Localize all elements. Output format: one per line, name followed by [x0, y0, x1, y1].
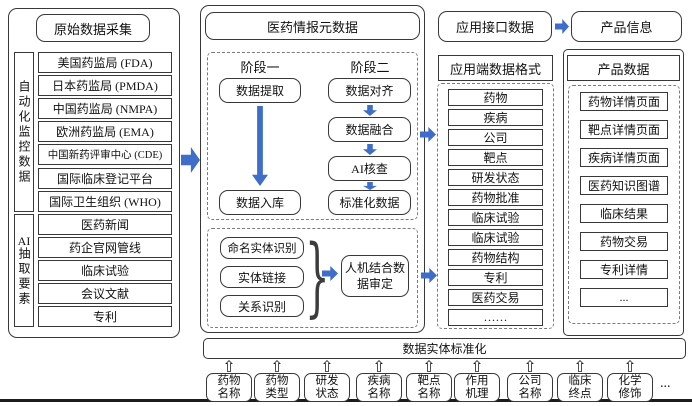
entity-label-group: ⇧ 疾病 名称: [356, 357, 402, 402]
source-item: 专利: [38, 306, 172, 327]
flow-arrow-down-icon: [363, 182, 377, 190]
source-item: 医药新闻: [38, 214, 172, 235]
product-item: 靶点详情页面: [580, 120, 668, 139]
source-item: 国际卫生组织 (WHO): [38, 191, 172, 212]
entity-label-group: ⇧ 研发 状态: [304, 357, 350, 402]
source-item: 中国新药评审中心 (CDE): [38, 144, 172, 165]
product-item: 医药知识图谱: [580, 176, 668, 195]
api-format-item: 专利: [448, 269, 543, 286]
entity-label-group: ⇧ 临床 终点: [557, 357, 603, 402]
ner-item: 命名实体识别: [220, 237, 304, 259]
api-format-item: 临床试验: [448, 229, 543, 246]
up-arrow-icon: ⇧: [422, 357, 436, 376]
flow-arrow-right-icon: [181, 147, 200, 173]
up-arrow-icon: ⇧: [623, 357, 637, 376]
source-item: 会议文献: [38, 283, 172, 304]
up-arrow-icon: ⇧: [270, 357, 284, 376]
source-item: 临床试验: [38, 260, 172, 281]
api-format-item: 靶点: [448, 149, 543, 166]
source-item: 日本药监局 (PMDA): [38, 75, 172, 96]
group-label-auto-monitor: 自动化监控数据: [14, 52, 34, 212]
ner-item: 关系识别: [220, 295, 304, 317]
metadata-panel-title: 医药情报元数据: [205, 12, 420, 40]
api-format-item: 药物结构: [448, 249, 543, 266]
api-format-item: 公司: [448, 129, 543, 146]
entity-label: 药物 类型: [254, 373, 300, 402]
flow-arrow-right-icon: [555, 19, 569, 34]
api-format-item: 药物批准: [448, 189, 543, 206]
group-label-ai-rest: 抽取要素: [17, 246, 31, 307]
entity-label: 临床 终点: [557, 373, 603, 402]
up-arrow-icon: ⇧: [222, 357, 236, 376]
api-format-item: ……: [448, 309, 543, 326]
entity-label-group: ⇧ 公司 名称: [507, 357, 553, 402]
step-data-align: 数据对齐: [328, 78, 411, 103]
api-format-subtitle: 应用端数据格式: [438, 55, 553, 81]
step-data-extract: 数据提取: [219, 78, 301, 103]
stage2-label: 阶段二: [350, 59, 390, 75]
entity-label: 公司 名称: [507, 373, 553, 402]
product-item: 药物交易: [580, 232, 668, 251]
step-ai-check: AI核查: [328, 156, 411, 181]
flow-arrow-down-icon: [363, 144, 377, 155]
up-arrow-icon: ⇧: [573, 357, 587, 376]
entity-label: 靶点 名称: [406, 373, 452, 402]
source-item: 美国药监局 (FDA): [38, 52, 172, 73]
entity-label: 药物 名称: [206, 373, 252, 402]
source-item: 药企官网管线: [38, 237, 172, 258]
entity-label: 疾病 名称: [356, 373, 402, 402]
entity-label-group: ⇧ 化学 修饰: [607, 357, 653, 402]
step-data-fuse: 数据融合: [328, 117, 411, 142]
entity-label-group: ⇧ 药物 类型: [254, 357, 300, 402]
entity-label-more: ...: [660, 376, 671, 391]
step-standardized-data: 标准化数据: [328, 190, 411, 215]
entity-label: 作用 机理: [454, 373, 500, 402]
api-format-item: 疾病: [448, 109, 543, 126]
source-item: 中国药监局 (NMPA): [38, 98, 172, 119]
up-arrow-icon: ⇧: [523, 357, 537, 376]
api-format-item: 临床试验: [448, 209, 543, 226]
product-item: 疾病详情页面: [580, 148, 668, 167]
product-data-subtitle: 产品数据: [567, 55, 680, 81]
entity-label-group: ⇧ 作用 机理: [454, 357, 500, 402]
api-format-item: 药物: [448, 89, 543, 106]
up-arrow-icon: ⇧: [372, 357, 386, 376]
entity-label: 研发 状态: [304, 373, 350, 402]
step-data-store: 数据入库: [219, 190, 301, 215]
source-panel-title: 原始数据采集: [36, 14, 150, 42]
product-item: 临床结果: [580, 204, 668, 223]
source-item: 欧洲药监局 (EMA): [38, 121, 172, 142]
brace-icon: }: [305, 227, 330, 327]
review-box: 人机结合数 据审定: [341, 255, 409, 297]
api-format-item: 医药交易: [448, 289, 543, 306]
product-data-list: 药物详情页面 靶点详情页面 疾病详情页面 医药知识图谱 临床结果 药物交易 专利…: [568, 85, 680, 324]
up-arrow-icon: ⇧: [470, 357, 484, 376]
up-arrow-icon: ⇧: [320, 357, 334, 376]
stage1-label: 阶段一: [240, 59, 280, 75]
standardization-bar: 数据实体标准化: [203, 338, 686, 359]
entity-label-group: ⇧ 药物 名称: [206, 357, 252, 402]
source-item: 国际临床登记平台: [38, 168, 172, 189]
product-item: 专利详情: [580, 260, 668, 279]
api-format-list: 药物 疾病 公司 靶点 研发状态 药物批准 临床试验 临床试验 药物结构 专利 …: [437, 83, 554, 329]
product-info-title: 产品信息: [571, 11, 682, 42]
entity-label-group: ⇧ 靶点 名称: [406, 357, 452, 402]
ner-item: 实体链接: [220, 266, 304, 288]
product-item: 药物详情页面: [580, 92, 668, 111]
api-data-title: 应用接口数据: [438, 11, 552, 42]
group-label-ai-prefix: AI: [17, 234, 31, 247]
product-item: ...: [580, 288, 668, 307]
flow-arrow-down-icon: [363, 105, 377, 116]
api-format-item: 研发状态: [448, 169, 543, 186]
entity-label: 化学 修饰: [607, 373, 653, 402]
